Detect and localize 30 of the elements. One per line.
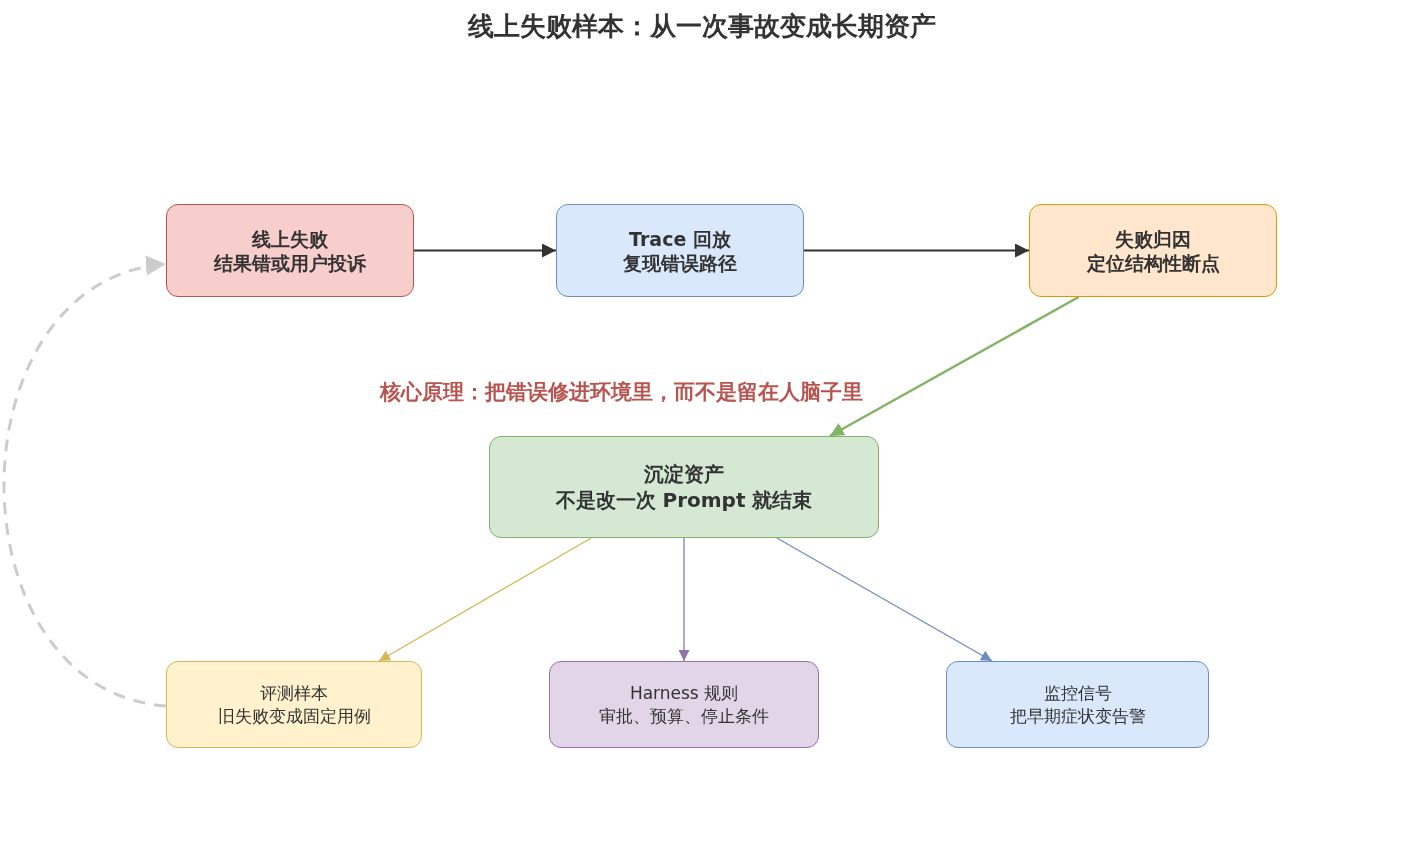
process-box — [166, 204, 414, 297]
arrow — [678, 537, 690, 662]
arrow — [378, 537, 592, 662]
box-text: 结果错或用户投诉 — [214, 250, 366, 275]
process-box — [1029, 204, 1277, 297]
box-text: 把早期症状变告警 — [1009, 704, 1146, 728]
box-heading: 失败归因 — [1115, 226, 1191, 251]
box-text: 复现错误路径 — [623, 250, 737, 275]
process-box — [166, 661, 422, 748]
box-text: 不是改一次 Prompt 就结束 — [555, 487, 813, 513]
arrow — [413, 243, 557, 258]
box-heading: Trace 回放 — [629, 226, 731, 251]
box-heading: 评测样本 — [260, 681, 328, 705]
process-box — [556, 204, 804, 297]
box-heading: 线上失败 — [252, 226, 328, 251]
box-heading: Harness 规则 — [629, 681, 739, 705]
box-heading: 监控信号 — [1043, 681, 1112, 705]
principle-note: 核心原理：把错误修进环境里，而不是留在人脑子里 — [380, 379, 863, 405]
dashed-arrow — [2, 258, 167, 708]
box-text: 定位结构性断点 — [1086, 250, 1220, 275]
process-box — [549, 661, 819, 748]
box-text: 旧失败变成固定用例 — [217, 704, 371, 728]
box-text: 审批、预算、停止条件 — [599, 704, 769, 728]
arrow — [829, 295, 1080, 438]
arrow — [776, 537, 993, 662]
arrow — [803, 243, 1030, 258]
process-box — [489, 436, 879, 538]
box-heading: 沉淀资产 — [644, 461, 724, 487]
diagram-title: 线上失败样本：从一次事故变成长期资产 — [468, 10, 936, 42]
process-box — [946, 661, 1209, 748]
